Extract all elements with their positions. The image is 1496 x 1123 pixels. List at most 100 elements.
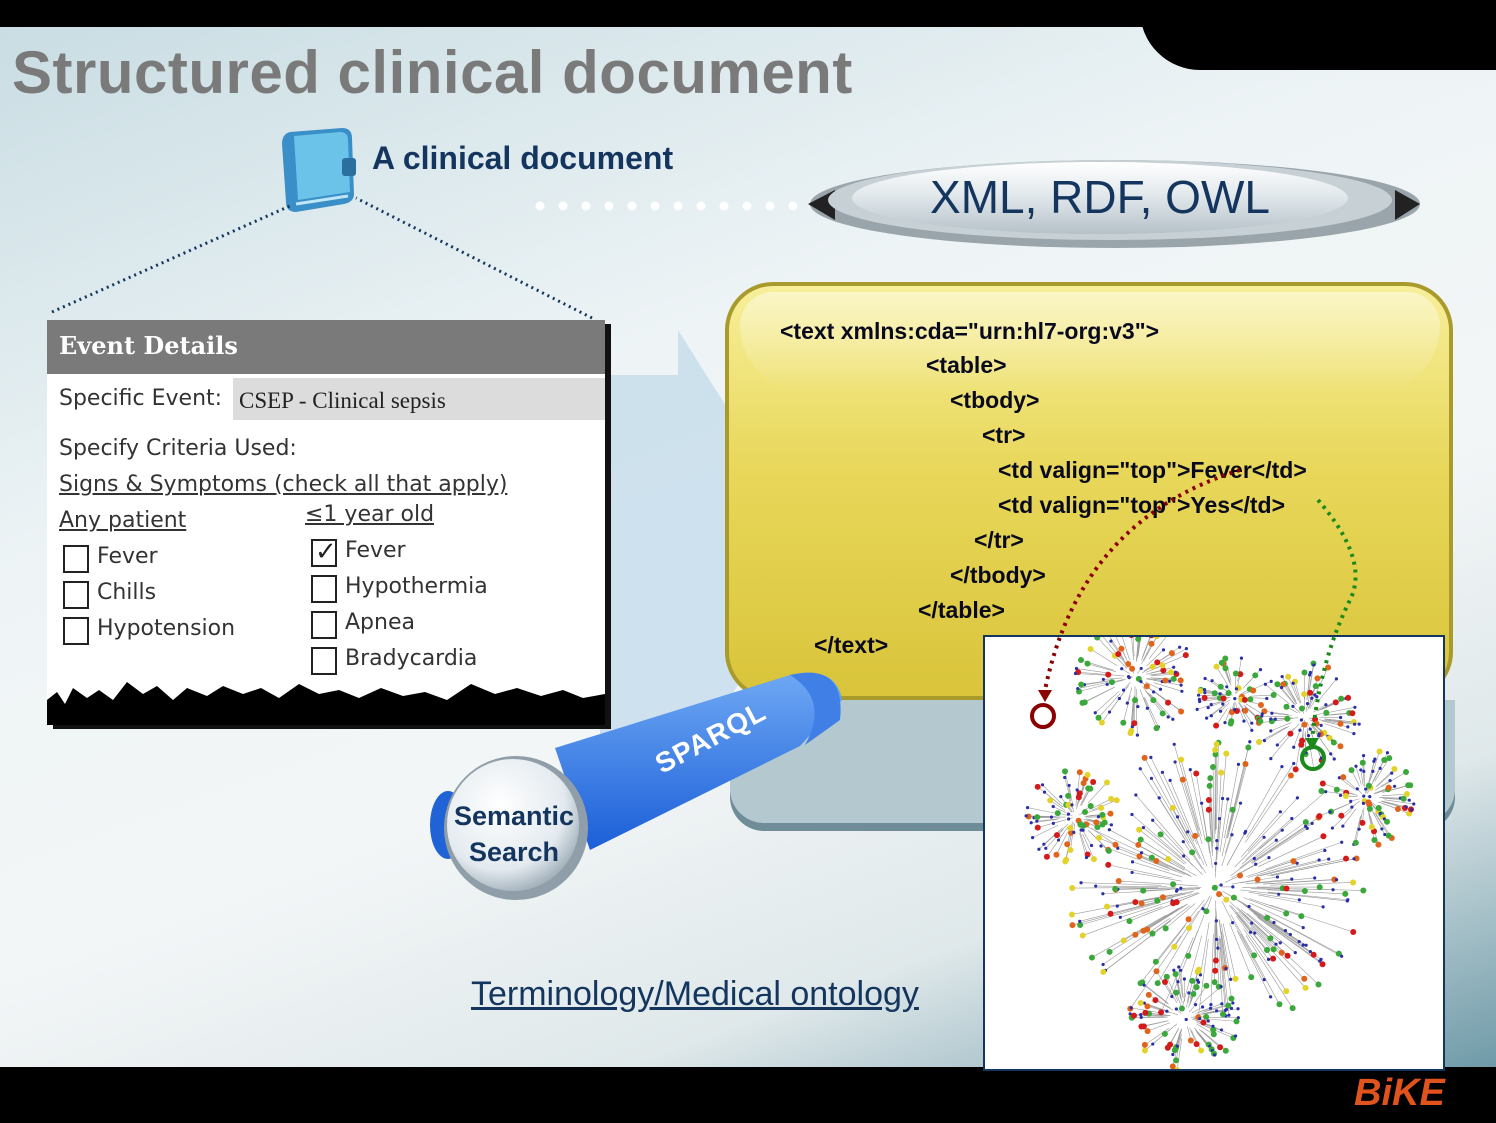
- network-node: [1343, 855, 1350, 862]
- network-node: [1130, 725, 1134, 729]
- network-node: [1340, 954, 1344, 958]
- network-node: [1029, 821, 1033, 825]
- network-node: [1137, 836, 1144, 843]
- network-node: [1079, 881, 1083, 885]
- network-node: [1094, 884, 1098, 888]
- network-node: [1141, 754, 1148, 761]
- any-fever-label: Fever: [97, 544, 158, 569]
- network-node: [1292, 766, 1299, 773]
- network-node: [1385, 784, 1392, 791]
- network-edge: [1186, 992, 1190, 1008]
- network-node: [1362, 794, 1366, 798]
- network-node: [1274, 942, 1278, 946]
- network-node: [1280, 765, 1284, 769]
- network-edge: [1267, 858, 1347, 876]
- network-edge: [1236, 857, 1270, 876]
- network-edge: [1240, 811, 1281, 858]
- network-node: [1312, 683, 1319, 690]
- network-node: [1108, 795, 1115, 802]
- network-edge: [1216, 926, 1220, 987]
- network-node: [1301, 943, 1305, 947]
- network-node: [1234, 687, 1239, 691]
- network-edge: [1135, 892, 1184, 903]
- network-edge: [1234, 923, 1265, 980]
- semantic-label-line1: Semantic: [453, 801, 575, 831]
- semantic-search-node[interactable]: Semantic Search: [446, 798, 582, 870]
- checkbox-infant-bradycardia[interactable]: [311, 647, 337, 675]
- network-edge: [1056, 831, 1068, 855]
- network-node: [1169, 1063, 1176, 1069]
- network-node: [1254, 876, 1261, 883]
- checkbox-any-fever[interactable]: [63, 545, 89, 573]
- network-node: [1043, 853, 1050, 860]
- network-node: [1308, 670, 1312, 675]
- checkbox-infant-hypothermia[interactable]: [311, 575, 337, 603]
- network-edge: [1281, 676, 1297, 701]
- network-node: [1267, 856, 1271, 860]
- network-edge: [1231, 864, 1256, 879]
- network-edge: [1165, 903, 1196, 929]
- network-edge: [1132, 872, 1182, 882]
- network-node: [1301, 721, 1308, 728]
- network-node: [1262, 835, 1266, 839]
- network-edge: [1032, 824, 1059, 838]
- network-node: [1139, 680, 1143, 684]
- network-node: [1229, 977, 1233, 981]
- network-node: [1117, 696, 1121, 701]
- network-edge: [1245, 818, 1293, 860]
- specific-event-value: CSEP - Clinical sepsis: [239, 388, 446, 413]
- network-edge: [1220, 923, 1231, 980]
- network-node: [1288, 932, 1292, 937]
- network-edge: [1241, 766, 1283, 839]
- network-edge: [1259, 791, 1326, 850]
- network-node: [1120, 937, 1127, 944]
- checkbox-infant-apnea[interactable]: [311, 611, 337, 639]
- network-edge: [1174, 761, 1200, 838]
- network-node: [1297, 939, 1301, 944]
- network-edge: [1381, 800, 1407, 808]
- network-node: [1210, 679, 1214, 683]
- network-node: [1076, 686, 1080, 691]
- ontology-link[interactable]: Terminology/Medical ontology: [471, 975, 919, 1013]
- network-node: [1283, 703, 1290, 710]
- network-node: [1313, 876, 1317, 880]
- network-node: [1193, 1002, 1198, 1007]
- network-node: [1087, 803, 1094, 810]
- checkbox-any-chills[interactable]: [63, 581, 89, 609]
- network-node: [1267, 935, 1274, 942]
- network-node: [1187, 991, 1191, 995]
- network-node: [1162, 925, 1169, 932]
- network-node: [1231, 885, 1235, 889]
- network-edge: [1292, 683, 1301, 704]
- network-node: [1065, 792, 1072, 799]
- network-node: [1292, 761, 1296, 766]
- network-node: [1182, 977, 1186, 981]
- network-node: [1362, 769, 1366, 773]
- network-edge: [1264, 710, 1289, 716]
- network-node: [1299, 718, 1304, 722]
- xml-line: <tr>: [982, 422, 1026, 448]
- network-node: [1135, 841, 1142, 848]
- network-node: [1337, 743, 1344, 750]
- network-node: [1068, 911, 1075, 918]
- network-node: [1069, 922, 1076, 929]
- checkbox-infant-fever[interactable]: ✓: [311, 537, 337, 567]
- network-edge: [1230, 858, 1255, 876]
- network-node: [1062, 858, 1069, 865]
- network-edge: [1373, 752, 1388, 780]
- network-node: [1229, 806, 1236, 813]
- network-node: [1407, 782, 1414, 789]
- xml-box-gloss: [740, 292, 1440, 392]
- network-node: [1247, 696, 1254, 703]
- network-node: [1140, 927, 1147, 934]
- network-node: [1242, 761, 1249, 768]
- network-node: [1165, 856, 1172, 863]
- network-node: [1335, 950, 1342, 957]
- network-node: [1287, 772, 1294, 779]
- formats-label: XML, RDF, OWL: [930, 171, 1270, 223]
- specific-event-field[interactable]: CSEP - Clinical sepsis: [233, 378, 605, 420]
- network-node: [1305, 701, 1310, 706]
- checkbox-any-hypotension[interactable]: [63, 617, 89, 645]
- network-node: [1263, 682, 1267, 686]
- network-edge: [1120, 898, 1178, 918]
